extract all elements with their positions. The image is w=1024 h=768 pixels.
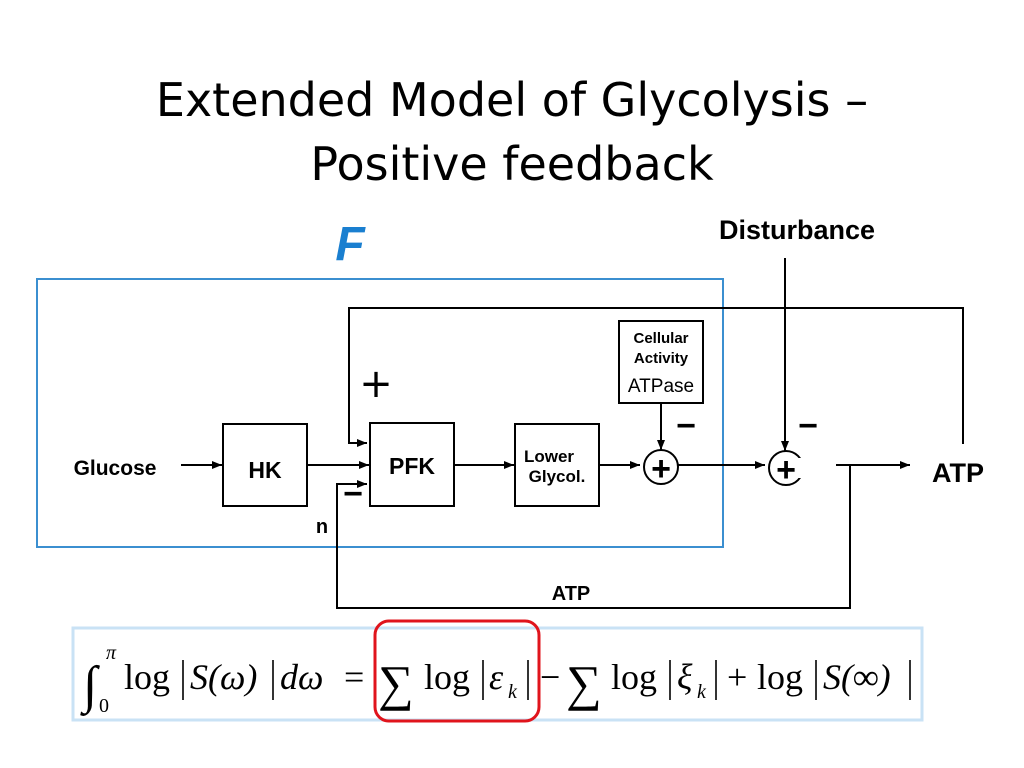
cellular-label-line-1: Cellular: [633, 330, 688, 347]
epsilon-subscript: k: [508, 681, 518, 703]
xi-symbol: ξ: [677, 657, 693, 697]
sum1-plus: +: [651, 450, 671, 488]
cellular-label-line-2: Activity: [634, 350, 689, 367]
hk-label: HK: [248, 457, 282, 483]
summing-junction-1: [643, 449, 679, 485]
pfk-label: PFK: [389, 453, 435, 479]
atp-output-label: ATP: [932, 458, 984, 488]
f-region-box: [36, 278, 724, 548]
integral-upper-limit: π: [106, 642, 117, 664]
sum-sign-1: ∑: [378, 655, 414, 711]
disturbance-label: Disturbance: [719, 215, 875, 245]
epsilon-symbol: ε: [489, 657, 504, 697]
s-omega: S(ω): [190, 657, 257, 697]
f-label: F: [335, 218, 366, 271]
lower-glycolysis-block: [514, 423, 600, 507]
integral-sign: ∫: [80, 657, 100, 716]
formula-highlight: [373, 619, 541, 723]
cellular-atpase-block: [618, 320, 704, 404]
integral-lower-limit: 0: [99, 695, 109, 717]
xi-subscript: k: [697, 681, 707, 703]
atp-feedback-label: ATP: [552, 583, 591, 605]
hk-block: [222, 423, 308, 507]
positive-feedback-path: [348, 307, 964, 447]
bode-sensitivity-formula: ∫ π 0 log S(ω) dω = ∑ log ε k − ∑ log ξ …: [80, 642, 911, 717]
title-line-1: Extended Model of Glycolysis –: [155, 73, 869, 127]
negative-feedback-path: [336, 465, 851, 609]
lower-label-line-1: Lower: [524, 447, 574, 466]
minus-sign-disturbance: −: [798, 407, 818, 445]
title-line-2: Positive feedback: [310, 137, 714, 191]
minus-operator: −: [540, 657, 560, 697]
sum-sign-2: ∑: [566, 655, 602, 711]
plus-sign-feedback: +: [359, 361, 393, 407]
cellular-label-line-3: ATPase: [628, 376, 694, 397]
slide-title: Extended Model of Glycolysis – Positive …: [0, 68, 1024, 196]
plus-operator: +: [727, 657, 747, 697]
glucose-label: Glucose: [74, 457, 157, 480]
log-term-4: log: [757, 657, 803, 697]
minus-sign-atpase: −: [676, 407, 696, 445]
d-omega: dω: [280, 657, 323, 697]
log-term-3: log: [611, 657, 657, 697]
equals-sign: =: [344, 657, 364, 697]
lower-label-line-2: Glycol.: [529, 467, 586, 486]
minus-sign-feedback: −: [343, 475, 363, 513]
sum2-plus: +: [776, 451, 796, 489]
junction-2-gap: [798, 458, 806, 478]
s-infinity: S(∞): [823, 657, 891, 697]
log-term-1: log: [124, 657, 170, 697]
log-term-2: log: [424, 657, 470, 697]
n-label: n: [316, 516, 328, 538]
